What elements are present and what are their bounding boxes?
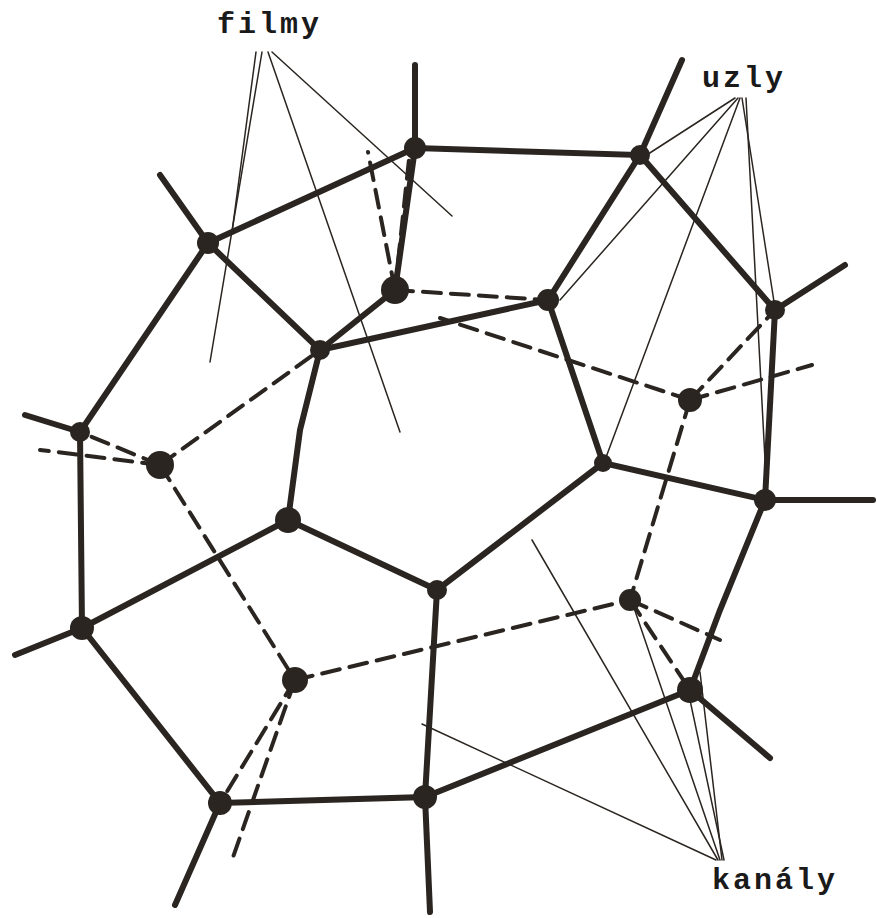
part-label: kanály	[710, 864, 840, 898]
junction-nodes	[70, 137, 785, 815]
part-label: filmy	[215, 8, 324, 42]
plateau-borders	[15, 60, 873, 912]
part-label: uzly	[700, 62, 788, 96]
hidden-channels	[40, 150, 812, 860]
